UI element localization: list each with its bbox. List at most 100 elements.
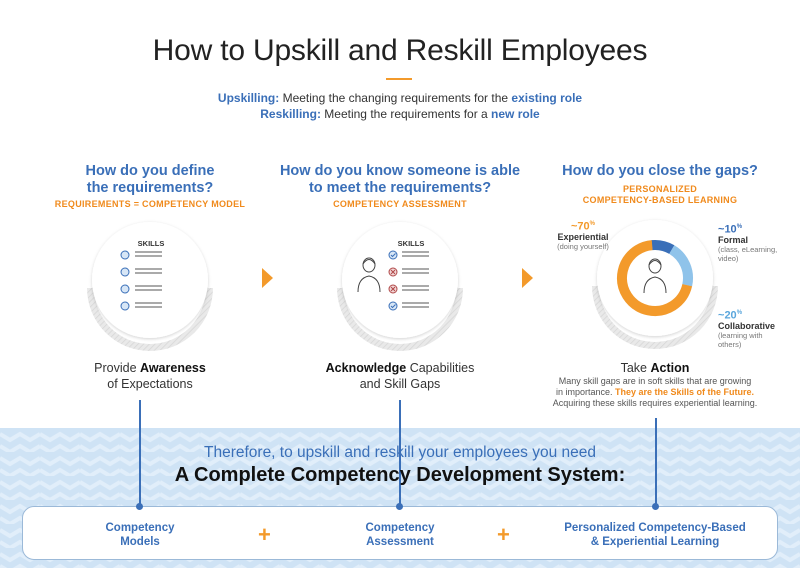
column2-question-line2: to meet the requirements? (308, 180, 492, 196)
pct-collaborative: ~20% Collaborative (learning with others… (718, 308, 788, 349)
column1-caption-pre: Provide (94, 361, 141, 375)
title-underline (386, 78, 412, 80)
list-bullet-icon (120, 301, 130, 311)
connector-dot-3 (652, 503, 659, 510)
list-bullet-icon (120, 250, 130, 260)
column3-caption-pre: Take (620, 361, 651, 375)
illustrations: SKILLS SKILLS (87, 220, 718, 351)
card1-list-lines (135, 251, 162, 308)
column1-question: How do you define the requirements? (40, 163, 260, 197)
card1-list (120, 250, 130, 311)
column3-caption-bold: Action (650, 361, 690, 375)
page-title: How to Upskill and Reskill Employees (152, 34, 648, 67)
column2-question-line1: How do you know someone is able (279, 163, 521, 179)
conclusion-line2: A Complete Competency Development System… (174, 464, 626, 486)
upskilling-emphasis: existing role (511, 91, 583, 105)
system-item-competency-models: Competency Models (70, 521, 210, 549)
system-item-competency-assessment: Competency Assessment (330, 521, 470, 549)
connector-dot-2 (396, 503, 403, 510)
pct-formal-label: Formal (718, 234, 749, 245)
pct-collaborative-sub2: others) (718, 339, 742, 349)
check-icon (388, 250, 398, 260)
column1-caption-line2: of Expectations (107, 377, 193, 391)
card2-list-lines (402, 251, 429, 308)
pct-formal-prefix: ~ (718, 223, 725, 236)
column3-detail-line2-pre: in importance. (555, 387, 615, 397)
column2-caption-post: Capabilities (406, 361, 475, 375)
person-icon (643, 258, 667, 294)
column2-caption-line2: and Skill Gaps (359, 377, 441, 391)
column2-caption: Acknowledge Capabilities and Skill Gaps (290, 360, 510, 392)
pct-experiential-prefix: ~ (570, 220, 578, 233)
column3-detail-highlight: They are the Skills of the Future. (615, 387, 755, 397)
person-icon (357, 257, 381, 293)
pct-collaborative-prefix: ~ (718, 309, 725, 322)
reskilling-text: Meeting the requirements for a (320, 107, 492, 121)
card2-hatch-arc (337, 288, 463, 351)
skills-card-1: SKILLS (87, 222, 213, 351)
skills-card-2: SKILLS (337, 222, 463, 351)
column1-subhead: REQUIREMENTS = COMPETENCY MODEL (54, 199, 246, 209)
card2-circle (342, 222, 458, 338)
plus-icon: + (497, 522, 510, 547)
system-item1-line2: Models (120, 536, 160, 548)
card2-skills-label: SKILLS (398, 239, 425, 248)
column3-detail-line1: Many skill gaps are in soft skills that … (558, 376, 752, 386)
column3-caption: Take Action (555, 360, 755, 376)
pct-formal-sub1: (class, eLearning, (718, 244, 778, 254)
reskilling-emphasis: new role (491, 107, 540, 121)
reskilling-definition: Reskilling: Meeting the requirements for… (0, 107, 800, 121)
pct-collaborative-sub1: (learning with (718, 330, 763, 340)
check-icon (388, 301, 398, 311)
card2-list (388, 250, 398, 311)
pct-collaborative-value: 20 (724, 309, 737, 322)
pct-experiential-label: Experiential (557, 231, 609, 242)
column3-subhead-line2: COMPETENCY-BASED LEARNING (582, 195, 738, 205)
donut-slice-experiential (617, 240, 693, 316)
list-bullet-icon (120, 284, 130, 294)
pct-formal-value: 10 (724, 223, 737, 236)
pct-formal-sign: % (736, 224, 743, 230)
column1-caption: Provide Awareness of Expectations (50, 360, 250, 392)
column2-question: How do you know someone is able to meet … (270, 163, 530, 197)
card3-circle (597, 220, 713, 336)
connector-line-1 (139, 400, 141, 504)
connector-line-3 (655, 418, 657, 504)
column1-question-line2: the requirements? (86, 180, 214, 196)
system-item-personalized-learning: Personalized Competency-Based & Experien… (550, 521, 760, 549)
system-item1-line1: Competency (105, 522, 175, 534)
arrow-right-icon (262, 268, 273, 288)
column3-subhead: PERSONALIZED COMPETENCY-BASED LEARNING (540, 184, 780, 206)
upskilling-term: Upskilling: (217, 91, 280, 105)
connector-dot-1 (136, 503, 143, 510)
card3-hatch-arc (592, 286, 718, 349)
pct-formal: ~10% Formal (class, eLearning, video) (718, 222, 788, 263)
pct-experiential-sign: % (589, 221, 596, 227)
upskilling-text: Meeting the changing requirements for th… (279, 91, 512, 105)
list-bullet-icon (120, 267, 130, 277)
system-item3-line1: Personalized Competency-Based (564, 522, 746, 534)
system-item3-line2: & Experiential Learning (590, 536, 720, 548)
column1-question-line1: How do you define (85, 163, 215, 179)
column3-detail: Many skill gaps are in soft skills that … (530, 376, 780, 409)
pct-experiential-value: 70 (577, 220, 590, 233)
card1-skills-label: SKILLS (138, 239, 165, 248)
pct-collaborative-sign: % (736, 310, 743, 316)
learning-card (592, 220, 718, 349)
column3-subhead-line1: PERSONALIZED (622, 184, 698, 194)
system-box (22, 506, 778, 560)
system-item2-line2: Assessment (366, 536, 434, 548)
card1-circle (92, 222, 208, 338)
connector-line-2 (399, 400, 401, 504)
pct-experiential-sub: (doing yourself) (557, 241, 609, 251)
reskilling-term: Reskilling: (260, 107, 321, 121)
pct-formal-sub2: video) (718, 253, 739, 263)
plus-icon: + (258, 522, 271, 547)
learning-mix-donut (617, 240, 693, 316)
system-item2-line1: Competency (365, 522, 435, 534)
pct-experiential: ~70% Experiential (doing yourself) (548, 219, 618, 251)
pct-collaborative-label: Collaborative (718, 320, 776, 331)
column1-caption-bold: Awareness (140, 361, 206, 375)
column3-detail-line3: Acquiring these skills requires experien… (552, 398, 758, 408)
column3-question: How do you close the gaps? (562, 163, 758, 179)
